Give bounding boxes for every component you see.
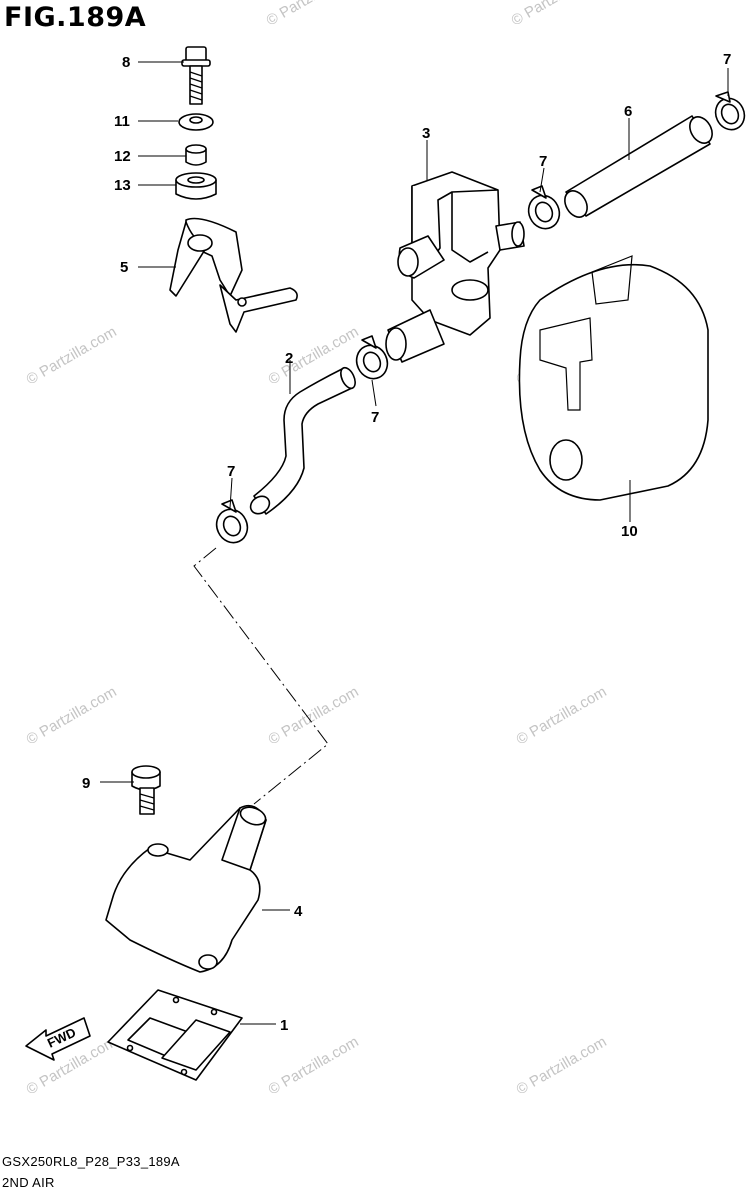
watermark: © Partzilla.com [514,1033,610,1098]
reed-cover-part-4[interactable] [105,804,268,973]
footer-section-label: 2ND AIR [2,1175,55,1190]
bolt-part-8[interactable] [181,46,211,105]
callout-6[interactable]: 6 [624,103,632,120]
callout-3[interactable]: 3 [422,125,430,142]
callout-9[interactable]: 9 [82,775,90,792]
clamp-part-7-lower[interactable] [211,499,253,548]
grommet-part-13[interactable] [175,172,217,200]
callout-7[interactable]: 7 [227,463,235,480]
washer-part-11[interactable] [178,113,214,131]
callout-13[interactable]: 13 [114,177,131,194]
callout-11[interactable]: 11 [114,113,130,130]
cover-part-10[interactable] [518,255,709,501]
callouts: 8 11 12 13 5 3 6 7 7 7 7 2 10 9 4 1 [82,51,731,1034]
figure-title: FIG.189A [4,2,147,33]
callout-10[interactable]: 10 [621,523,638,540]
clamp-part-7-top-right[interactable] [711,91,746,134]
callout-12[interactable]: 12 [114,148,131,165]
callout-7[interactable]: 7 [723,51,731,68]
hose-part-2[interactable] [247,365,358,517]
collar-part-12[interactable] [185,144,207,166]
leader-lines [100,61,729,1025]
connection-line [193,547,329,805]
watermark: © Partzilla.com [24,323,120,388]
watermark: © Partzilla.com [509,0,605,29]
callout-7[interactable]: 7 [539,153,547,170]
watermark-layer: © Partzilla.com © Partzilla.com © Partzi… [24,0,610,1098]
callout-4[interactable]: 4 [294,903,303,920]
callout-8[interactable]: 8 [122,54,130,71]
screw-part-9[interactable] [131,765,161,815]
watermark: © Partzilla.com [266,683,362,748]
watermark: © Partzilla.com [24,683,120,748]
callout-2[interactable]: 2 [285,350,293,367]
watermark: © Partzilla.com [514,683,610,748]
footer-drawing-code: GSX250RL8_P28_P33_189A [2,1154,180,1169]
clamp-part-7-center[interactable] [351,335,393,384]
reed-valve-part-1[interactable] [107,989,243,1081]
hose-part-6[interactable] [560,113,716,221]
clamp-part-7-mid[interactable] [523,185,565,234]
watermark: © Partzilla.com [264,0,360,29]
bracket-part-5[interactable] [169,217,298,333]
callout-5[interactable]: 5 [120,259,128,276]
watermark: © Partzilla.com [266,1033,362,1098]
callout-7[interactable]: 7 [371,409,379,426]
air-valve-part-3[interactable] [385,171,525,363]
callout-1[interactable]: 1 [280,1017,288,1034]
